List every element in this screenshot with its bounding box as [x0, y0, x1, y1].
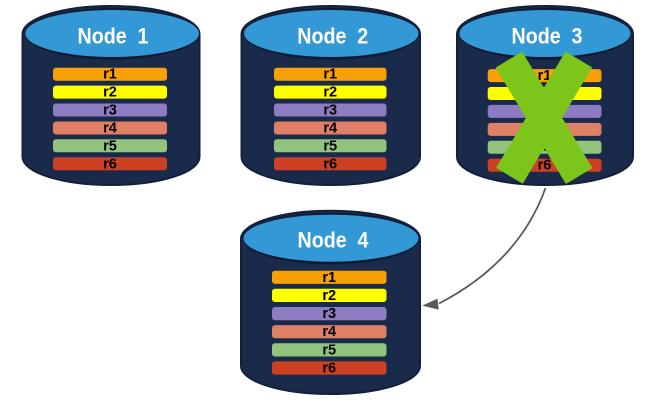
- svg-text:Node 3: Node 3: [512, 24, 583, 49]
- svg-text:r1: r1: [538, 68, 552, 84]
- svg-text:Node 2: Node 2: [297, 24, 368, 49]
- svg-text:r4: r4: [323, 121, 338, 137]
- svg-text:r3: r3: [323, 103, 337, 119]
- svg-text:r4: r4: [103, 121, 118, 137]
- svg-text:r2: r2: [322, 288, 336, 304]
- svg-text:r2: r2: [103, 85, 117, 101]
- svg-text:Node 4: Node 4: [298, 228, 370, 253]
- svg-text:r6: r6: [538, 158, 552, 174]
- svg-text:r1: r1: [323, 67, 337, 83]
- svg-text:r4: r4: [322, 324, 337, 340]
- svg-text:r1: r1: [322, 270, 336, 286]
- svg-text:r5: r5: [103, 138, 117, 154]
- svg-text:Node 1: Node 1: [78, 24, 149, 49]
- svg-text:r3: r3: [103, 103, 117, 119]
- svg-text:r6: r6: [323, 156, 337, 172]
- svg-text:r3: r3: [322, 306, 336, 322]
- svg-text:r6: r6: [322, 361, 336, 377]
- svg-text:r2: r2: [323, 85, 337, 101]
- svg-text:r5: r5: [323, 138, 337, 154]
- svg-text:r6: r6: [103, 156, 117, 172]
- svg-text:r1: r1: [103, 67, 117, 83]
- svg-text:r5: r5: [322, 342, 336, 358]
